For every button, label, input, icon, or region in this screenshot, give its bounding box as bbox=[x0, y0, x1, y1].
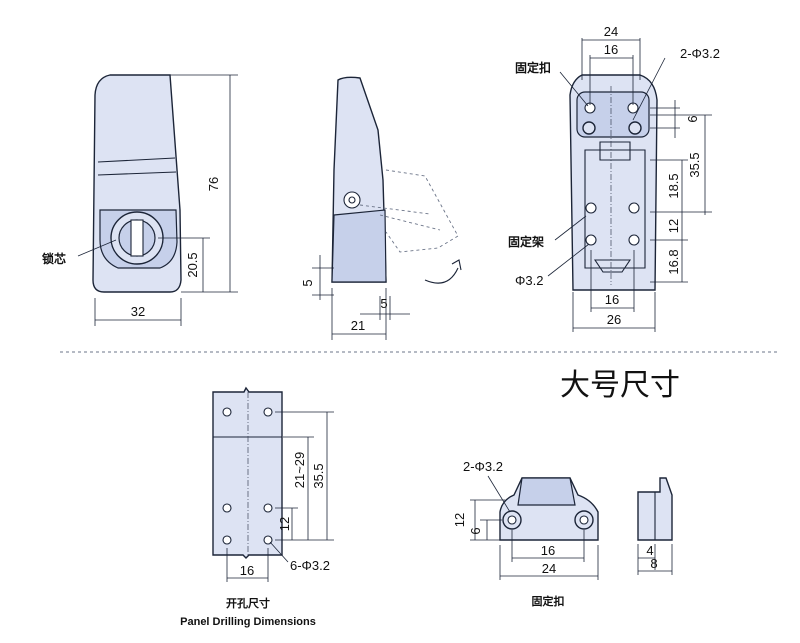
dim-24: 24 bbox=[542, 561, 556, 576]
label-lock-core: 锁芯 bbox=[42, 251, 66, 266]
dim-18-5: 18.5 bbox=[666, 173, 681, 198]
side-view: 5 5 21 bbox=[300, 76, 462, 340]
holes-2-phi-3-2: 2-Φ3.2 bbox=[463, 459, 503, 474]
dim-6: 6 bbox=[685, 115, 700, 122]
key-slot bbox=[130, 219, 144, 257]
rotation-arrow bbox=[424, 267, 459, 284]
label-hole-phi-3-2: Φ3.2 bbox=[515, 273, 543, 288]
dim-12: 12 bbox=[666, 219, 681, 233]
size-title: 大号尺寸 bbox=[560, 369, 680, 402]
clip-side-view: 4 8 bbox=[637, 477, 673, 575]
dim-5-vertical: 5 bbox=[300, 279, 315, 286]
dim-6: 6 bbox=[468, 527, 483, 534]
label-fixing-bracket: 固定架 bbox=[508, 234, 544, 249]
dim-16-8: 16.8 bbox=[666, 249, 681, 274]
caption-drilling-cn: 开孔尺寸 bbox=[226, 596, 270, 610]
dim-12: 12 bbox=[452, 513, 467, 527]
dim-4: 4 bbox=[646, 543, 653, 558]
fixing-clip-view: 2-Φ3.2 12 6 16 24 固定扣 bbox=[452, 459, 599, 608]
dim-76: 76 bbox=[206, 177, 221, 191]
dim-20-5: 20.5 bbox=[185, 252, 200, 277]
panel-drilling-view: 35.5 21~29 12 16 6-Φ3.2 开孔尺寸 Panel Drill… bbox=[180, 386, 334, 628]
dim-35-5: 35.5 bbox=[687, 152, 702, 177]
dim-24-top: 24 bbox=[604, 24, 618, 39]
caption-drilling-en: Panel Drilling Dimensions bbox=[180, 616, 316, 628]
dim-21: 21 bbox=[351, 318, 365, 333]
label-fixing-clip: 固定扣 bbox=[515, 60, 551, 75]
dim-12: 12 bbox=[277, 517, 292, 531]
dim-5-horizontal: 5 bbox=[380, 296, 387, 311]
dim-16-top: 16 bbox=[604, 42, 618, 57]
dim-35-5: 35.5 bbox=[311, 463, 326, 488]
dim-26: 26 bbox=[607, 312, 621, 327]
dim-8: 8 bbox=[650, 556, 657, 571]
dim-32: 32 bbox=[131, 304, 145, 319]
dim-16: 16 bbox=[541, 543, 555, 558]
back-view: 24 16 2-Φ3.2 固定扣 6 35.5 18.5 12 16.8 16 … bbox=[508, 24, 720, 332]
dim-16: 16 bbox=[240, 563, 254, 578]
holes-2-phi-3-2: 2-Φ3.2 bbox=[680, 46, 720, 61]
front-view: 76 20.5 32 锁芯 bbox=[42, 74, 238, 326]
dim-21-29: 21~29 bbox=[292, 452, 307, 489]
holes-6-phi-3-2: 6-Φ3.2 bbox=[290, 558, 330, 573]
open-position-outline bbox=[385, 169, 459, 253]
dim-16-bottom: 16 bbox=[605, 292, 619, 307]
caption-fixing-clip: 固定扣 bbox=[532, 594, 565, 608]
